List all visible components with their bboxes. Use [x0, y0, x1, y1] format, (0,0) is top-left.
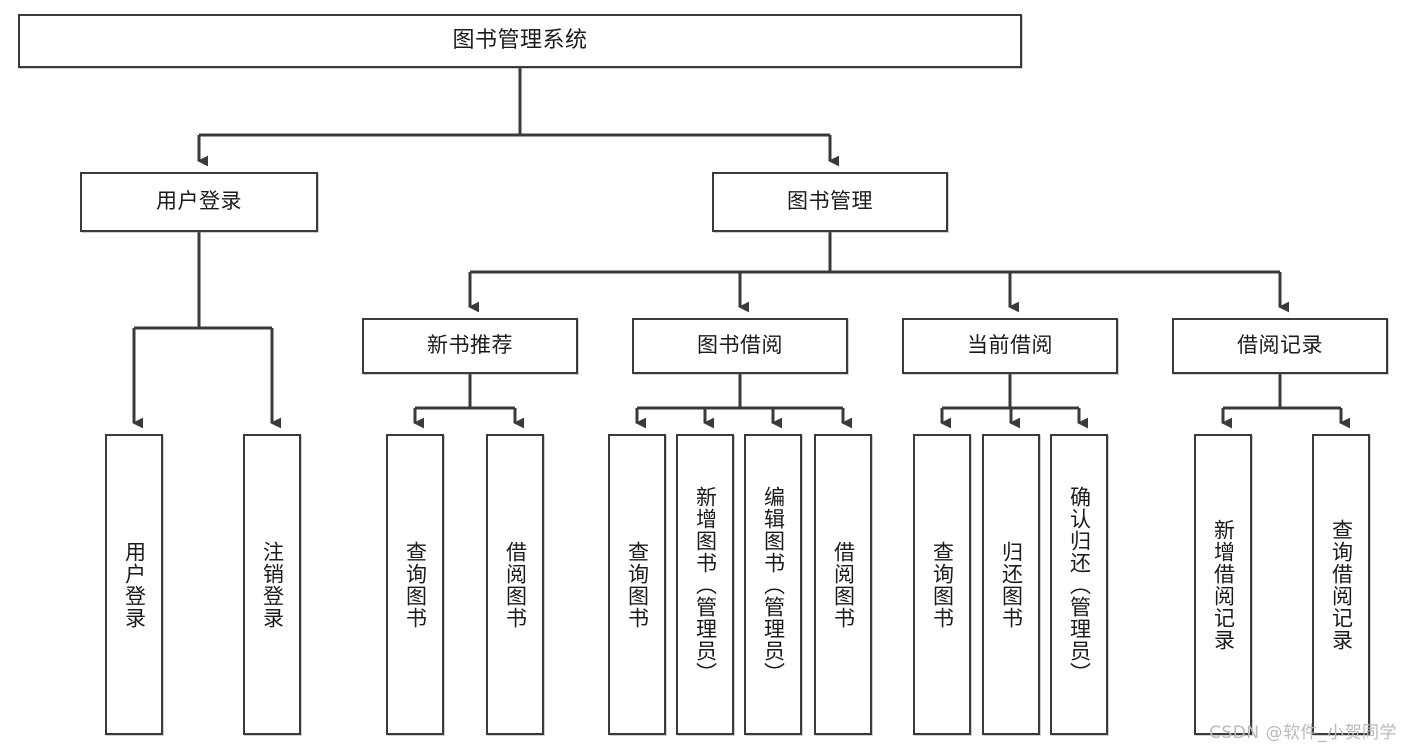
node-leaf-图书借阅-借阅图书[interactable]: 借阅图书 [814, 434, 872, 735]
node-leaf-当前借阅-确认归还管理员[interactable]: 确认归还（管理员） [1050, 434, 1108, 735]
node-leaf-当前借阅-归还图书[interactable]: 归还图书 [982, 434, 1040, 735]
node-leaf-新书推荐-借阅图书[interactable]: 借阅图书 [486, 434, 544, 735]
node-label: 归还图书 [999, 540, 1024, 629]
node-label: 新增图书（管理员） [693, 485, 718, 684]
node-l3-新书推荐[interactable]: 新书推荐 [362, 318, 578, 374]
node-leaf-当前借阅-查询图书[interactable]: 查询图书 [913, 434, 971, 735]
node-l2-用户登录[interactable]: 用户登录 [80, 172, 318, 232]
node-l2-图书管理[interactable]: 图书管理 [712, 172, 948, 232]
node-leaf-借阅记录-查询借阅记录[interactable]: 查询借阅记录 [1312, 434, 1370, 735]
node-label: 新书推荐 [427, 333, 513, 358]
node-label: 确认归还（管理员） [1067, 485, 1092, 684]
node-l3-图书借阅[interactable]: 图书借阅 [632, 318, 848, 374]
node-leaf-新书推荐-查询图书[interactable]: 查询图书 [386, 434, 444, 735]
node-leaf-图书借阅-编辑图书管理员[interactable]: 编辑图书（管理员） [744, 434, 802, 735]
node-label: 图书管理 [787, 189, 873, 214]
node-leaf-图书借阅-查询图书[interactable]: 查询图书 [608, 434, 666, 735]
node-label: 查询借阅记录 [1329, 518, 1354, 651]
node-label: 注销登录 [260, 540, 285, 629]
node-label: 借阅图书 [831, 540, 856, 629]
node-label: 用户登录 [122, 540, 147, 629]
node-label: 用户登录 [156, 189, 242, 214]
node-label: 编辑图书（管理员） [761, 485, 786, 684]
node-label: 图书管理系统 [452, 27, 588, 53]
node-label: 图书借阅 [697, 333, 783, 358]
node-label: 查询图书 [403, 540, 428, 629]
node-leaf-用户登录-用户登录[interactable]: 用户登录 [105, 434, 163, 735]
node-leaf-用户登录-注销登录[interactable]: 注销登录 [243, 434, 301, 735]
node-leaf-图书借阅-新增图书管理员[interactable]: 新增图书（管理员） [676, 434, 734, 735]
node-leaf-借阅记录-新增借阅记录[interactable]: 新增借阅记录 [1194, 434, 1252, 735]
node-l3-借阅记录[interactable]: 借阅记录 [1172, 318, 1388, 374]
node-label: 新增借阅记录 [1211, 518, 1236, 651]
node-label: 借阅记录 [1237, 333, 1323, 358]
node-label: 借阅图书 [503, 540, 528, 629]
csdn-watermark: CSDN @软件_小贺同学 [1209, 723, 1397, 743]
node-label: 当前借阅 [967, 333, 1053, 358]
node-root-图书管理系统[interactable]: 图书管理系统 [18, 14, 1022, 68]
node-label: 查询图书 [625, 540, 650, 629]
node-label: 查询图书 [930, 540, 955, 629]
node-l3-当前借阅[interactable]: 当前借阅 [902, 318, 1118, 374]
